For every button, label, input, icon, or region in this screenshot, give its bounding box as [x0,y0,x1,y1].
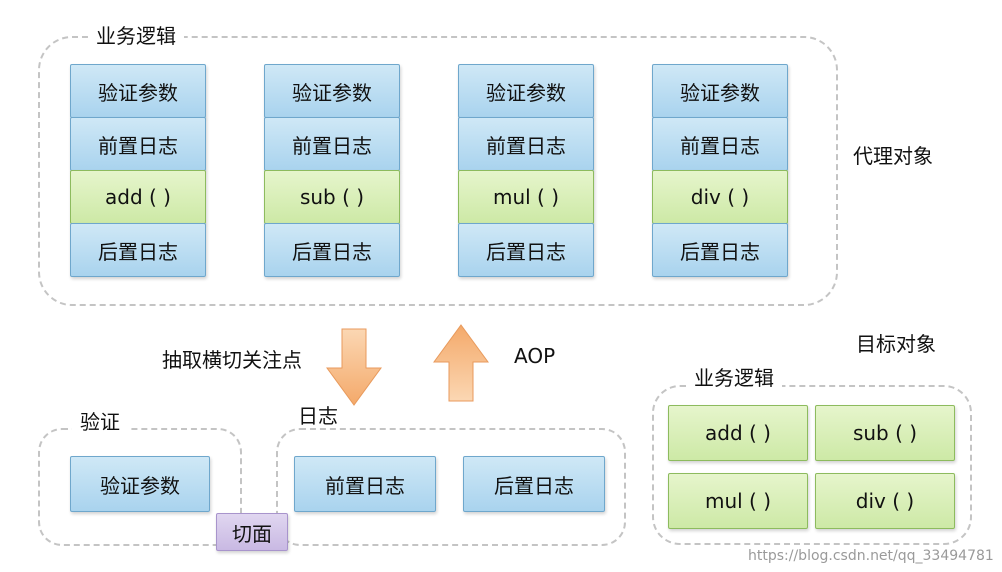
proxy-column-sub: 验证参数 前置日志 sub ( ) 后置日志 [264,64,400,277]
validate-aspect-group [38,428,242,546]
validate-params-box: 验证参数 [652,64,788,118]
pre-log-box: 前置日志 [70,117,206,171]
post-log-box: 后置日志 [264,223,400,277]
method-add-box: add ( ) [668,405,808,461]
aop-label: AOP [514,344,556,368]
post-log-box: 后置日志 [70,223,206,277]
method-add-box: add ( ) [70,170,206,224]
target-group-label: 业务逻辑 [686,366,782,390]
validate-group-label: 验证 [72,410,128,434]
method-sub-box: sub ( ) [264,170,400,224]
target-business-logic-group [652,385,972,545]
validate-params-box: 验证参数 [458,64,594,118]
aspect-label-box: 切面 [216,513,288,551]
log-group-label: 日志 [290,404,346,428]
extract-crosscutting-label: 抽取横切关注点 [162,348,302,372]
post-log-box: 后置日志 [652,223,788,277]
pre-log-box: 前置日志 [458,117,594,171]
validate-params-box: 验证参数 [70,64,206,118]
log-aspect-group [276,428,626,546]
method-mul-box: mul ( ) [668,473,808,529]
pre-log-box: 前置日志 [294,456,436,512]
proxy-column-add: 验证参数 前置日志 add ( ) 后置日志 [70,64,206,277]
post-log-box: 后置日志 [463,456,605,512]
validate-params-box: 验证参数 [264,64,400,118]
proxy-object-label: 代理对象 [853,144,933,168]
proxy-group-label: 业务逻辑 [88,24,184,48]
target-object-label: 目标对象 [856,332,936,356]
method-sub-box: sub ( ) [815,405,955,461]
method-mul-box: mul ( ) [458,170,594,224]
pre-log-box: 前置日志 [652,117,788,171]
proxy-column-div: 验证参数 前置日志 div ( ) 后置日志 [652,64,788,277]
post-log-box: 后置日志 [458,223,594,277]
proxy-column-mul: 验证参数 前置日志 mul ( ) 后置日志 [458,64,594,277]
pre-log-box: 前置日志 [264,117,400,171]
aop-up-arrow-icon [433,324,489,402]
extract-down-arrow-icon [326,328,382,406]
validate-params-box: 验证参数 [70,456,210,512]
method-div-box: div ( ) [652,170,788,224]
watermark-url: https://blog.csdn.net/qq_33494781 [748,548,994,564]
proxy-business-logic-group [38,36,838,306]
method-div-box: div ( ) [815,473,955,529]
